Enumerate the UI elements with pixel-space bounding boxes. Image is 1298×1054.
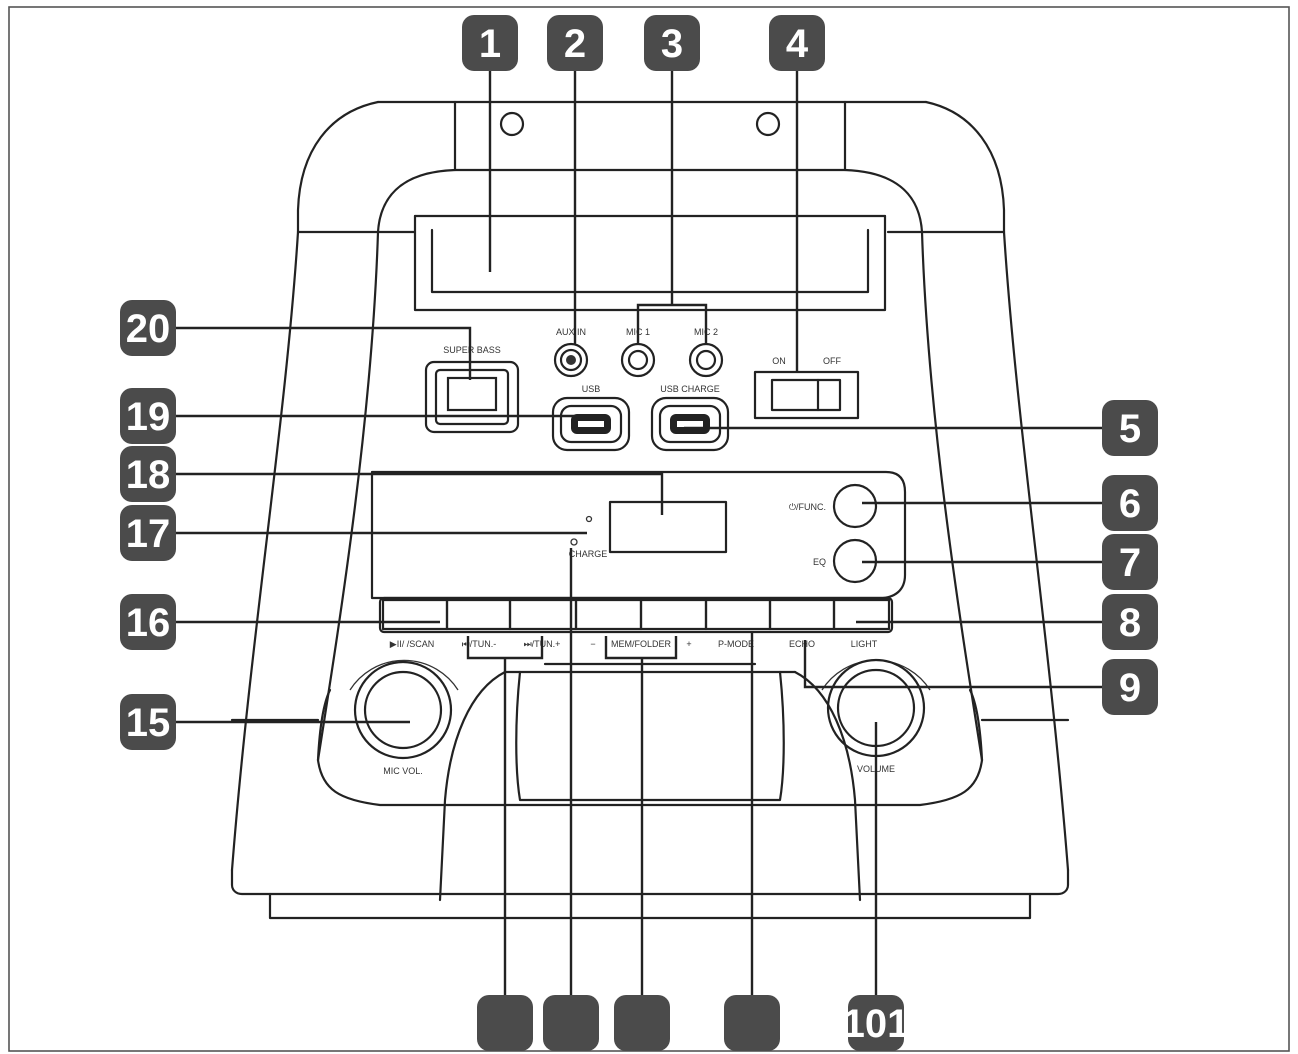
callout-number: 101 — [843, 1002, 910, 1046]
mic-vol-label: MIC VOL. — [383, 766, 423, 776]
callout-badge-blank-4 — [724, 995, 780, 1051]
mem-minus-button[interactable] — [574, 598, 643, 631]
callout-badge-15: 15 — [120, 694, 176, 750]
func-label: ⏻/FUNC. — [789, 502, 826, 512]
display-panel — [370, 470, 907, 600]
super-bass-button[interactable] — [424, 360, 520, 434]
aux-in-label: AUX IN — [556, 327, 586, 337]
pmode-button[interactable] — [704, 598, 772, 631]
echo-label: ECHO — [789, 639, 815, 649]
off-label: OFF — [823, 356, 841, 366]
callout-number: 20 — [126, 307, 171, 351]
speaker-body — [230, 100, 1070, 920]
power-switch[interactable] — [753, 370, 860, 420]
callout-badge-5: 5 — [1102, 400, 1158, 456]
on-label: ON — [772, 356, 786, 366]
play-scan-label: ▶II/ /SCAN — [390, 639, 434, 649]
lcd-display — [608, 500, 728, 554]
light-button[interactable] — [832, 598, 891, 631]
callout-number: 6 — [1119, 482, 1141, 526]
callout-badge-7: 7 — [1102, 534, 1158, 590]
eq-label: EQ — [813, 557, 826, 567]
usb-charge-port[interactable] — [650, 396, 730, 452]
play-scan-button[interactable] — [381, 598, 449, 631]
callout-badge-2: 2 — [547, 15, 603, 71]
callout-badge-17: 17 — [120, 505, 176, 561]
mem-plus-label: + — [686, 639, 691, 649]
callout-badge-4: 4 — [769, 15, 825, 71]
mic-vol-knob[interactable] — [349, 659, 459, 760]
tun-minus-button[interactable] — [445, 598, 512, 631]
callout-badge-6: 6 — [1102, 475, 1158, 531]
callout-number: 9 — [1119, 666, 1141, 710]
echo-button[interactable] — [768, 598, 836, 631]
callout-number: 1 — [479, 22, 501, 66]
callout-badge-blank-2 — [543, 995, 599, 1051]
super-bass-label: SUPER BASS — [443, 345, 501, 355]
callout-badge-19: 19 — [120, 388, 176, 444]
callout-badge-8: 8 — [1102, 594, 1158, 650]
bluetooth-indicator — [585, 515, 593, 523]
mem-minus-label: − — [590, 639, 595, 649]
callout-number: 18 — [126, 453, 171, 497]
callout-badge-blank-1 — [477, 995, 533, 1051]
charge-indicator — [570, 538, 578, 546]
mic2-jack[interactable] — [688, 342, 724, 378]
leader-lines — [176, 68, 1102, 995]
tun-minus-label: ⏮/TUN.- — [462, 639, 497, 649]
callout-number: 8 — [1119, 601, 1141, 645]
callout-number: 19 — [126, 395, 171, 439]
func-button[interactable] — [832, 483, 878, 529]
callout-badge-20: 20 — [120, 300, 176, 356]
mem-folder-label: MEM/FOLDER — [611, 639, 672, 649]
callout-number: 16 — [126, 601, 171, 645]
callout-badge-3: 3 — [644, 15, 700, 71]
control-button-strip — [378, 596, 894, 634]
light-label: LIGHT — [851, 639, 878, 649]
mic1-jack[interactable] — [620, 342, 656, 378]
callout-badge-blank-3 — [614, 995, 670, 1051]
callout-badge-101: 101 — [843, 995, 910, 1051]
callout-number: 3 — [661, 22, 683, 66]
callout-number: 17 — [126, 512, 171, 556]
callout-badge-9: 9 — [1102, 659, 1158, 715]
callout-number: 4 — [786, 22, 809, 66]
callout-number: 2 — [564, 22, 586, 66]
charge-label: CHARGE — [569, 549, 608, 559]
callout-number: 5 — [1119, 407, 1141, 451]
callout-badge-16: 16 — [120, 594, 176, 650]
callout-badge-1: 1 — [462, 15, 518, 71]
usb-port[interactable] — [551, 396, 631, 452]
callout-number: 15 — [126, 701, 171, 745]
callout-badge-18: 18 — [120, 446, 176, 502]
aux-in-jack[interactable] — [553, 342, 589, 378]
usb-label: USB — [582, 384, 601, 394]
pmode-label: P-MODE — [718, 639, 754, 649]
tun-plus-button[interactable] — [508, 598, 578, 631]
mem-plus-button[interactable] — [639, 598, 708, 631]
usb-charge-label: USB CHARGE — [660, 384, 720, 394]
callout-number: 7 — [1119, 541, 1141, 585]
